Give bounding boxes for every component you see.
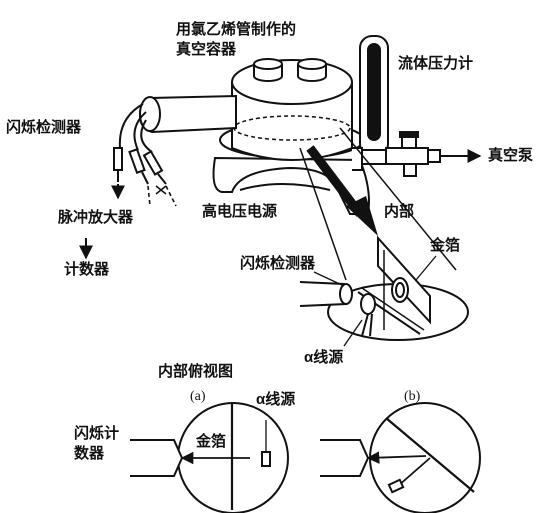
cable-plugs [113,147,167,185]
gold-foil-line-b [385,417,475,493]
label-scint-counter-line1: 闪烁计 [74,424,119,442]
label-gold-foil-a: 金箔 [195,432,226,450]
label-interior: 内部 [384,202,414,220]
label-pulse-amplifier: 脉冲放大器 [57,208,134,226]
label-inner-detector: 闪烁检测器 [240,254,316,272]
callout-lines [299,127,457,281]
interior-view [299,235,469,341]
top-view-b [320,402,481,513]
dashed-cables [147,185,177,207]
scint-counter-b [320,439,370,477]
cross-mark [155,185,167,195]
vacuum-apparatus [113,35,441,215]
scint-counter-a [130,439,184,477]
label-container-line1: 用氯乙烯管制作的 [176,20,296,38]
chamber-knob-left [253,58,283,82]
label-alpha-source: α线源 [304,348,343,366]
label-vacuum-pump: 真空泵 [488,146,533,164]
valve [399,131,441,177]
label-scint-counter-line2: 数器 [74,444,105,462]
label-counter: 计数器 [64,260,110,278]
label-panel-b: (b) [404,389,421,404]
label-top-view: 内部俯视图 [158,362,233,380]
label-container-line2: 真空容器 [176,40,237,58]
label-alpha-source-a: α线源 [256,390,295,408]
inner-leaders [313,255,437,347]
label-pressure-gauge: 流体压力计 [398,54,473,72]
alpha-source-b [387,478,405,494]
label-hv-supply: 高电压电源 [202,202,277,220]
chamber-knob-right [297,58,327,82]
label-gold-foil: 金箔 [429,236,460,254]
label-panel-a: (a) [190,389,206,404]
interior-arrow [306,145,378,236]
flow-arrows [79,149,482,260]
alpha-source-a [261,451,271,467]
label-scint-detector: 闪烁检测器 [6,118,82,136]
top-view-a [130,402,289,513]
